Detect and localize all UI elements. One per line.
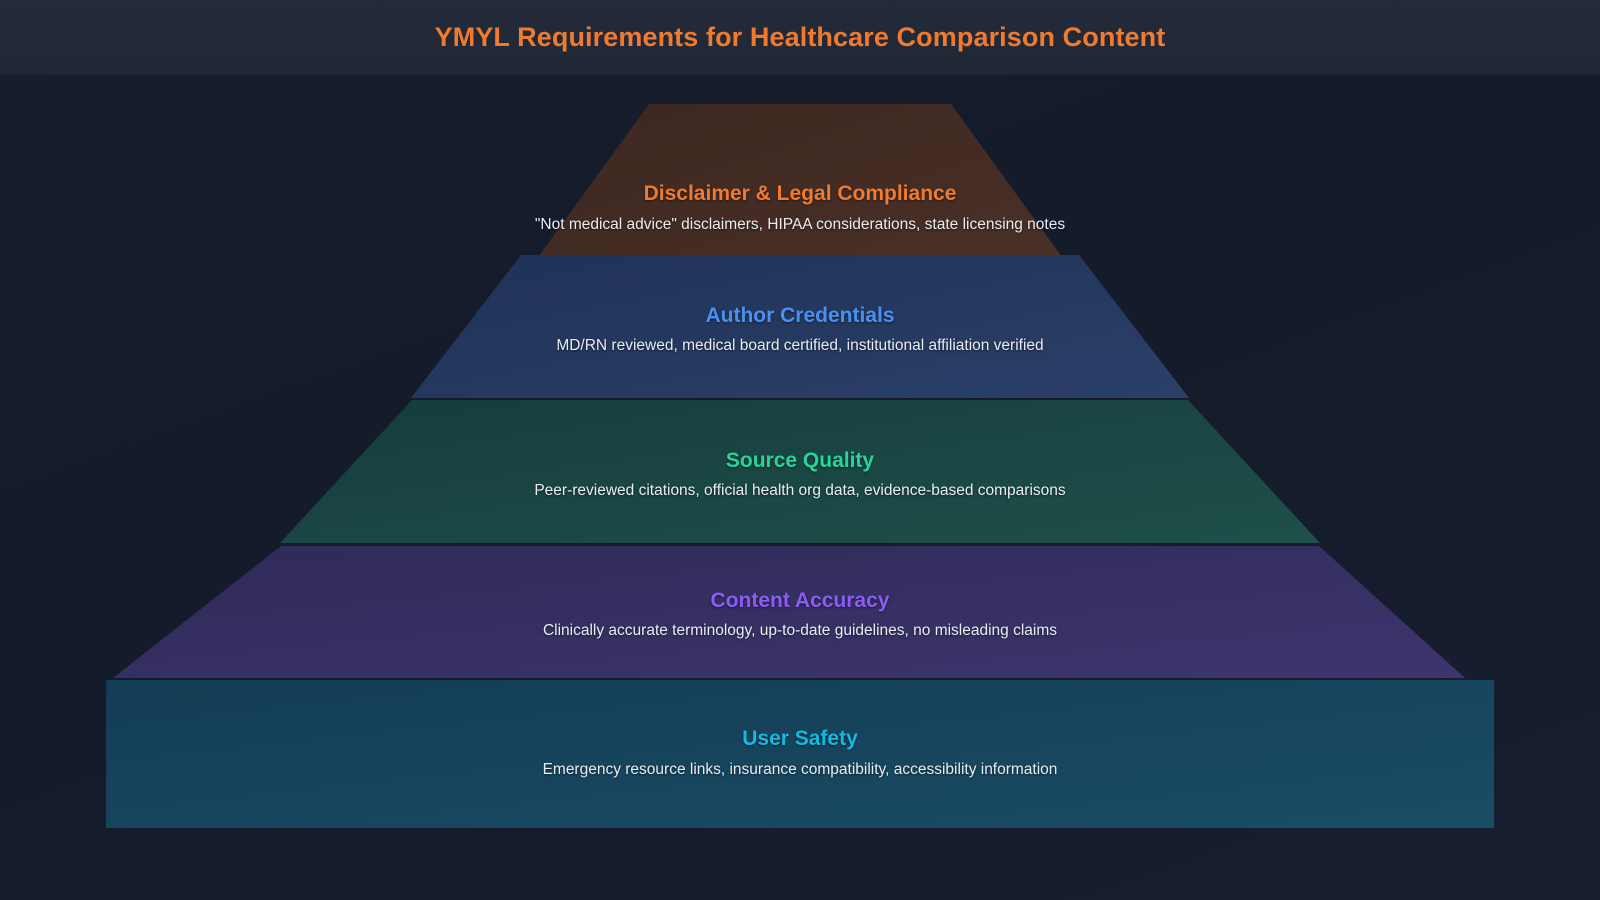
header-bar: YMYL Requirements for Healthcare Compari… — [0, 0, 1600, 75]
pyramid-tier-2[interactable]: Author Credentials MD/RN reviewed, medic… — [0, 253, 1600, 398]
tier-3-shape — [0, 398, 1600, 543]
page-title: YMYL Requirements for Healthcare Compari… — [434, 21, 1166, 52]
pyramid-tier-5[interactable]: User Safety Emergency resource links, in… — [0, 678, 1600, 828]
tier-5-shape — [0, 678, 1600, 828]
pyramid-chart: Disclaimer & Legal Compliance "Not medic… — [0, 75, 1600, 900]
tier-1-shape — [0, 104, 1600, 282]
tier-4-shape — [0, 543, 1600, 678]
pyramid-tier-3[interactable]: Source Quality Peer-reviewed citations, … — [0, 398, 1600, 543]
pyramid-tier-4[interactable]: Content Accuracy Clinically accurate ter… — [0, 543, 1600, 678]
tier-2-shape — [0, 253, 1600, 398]
